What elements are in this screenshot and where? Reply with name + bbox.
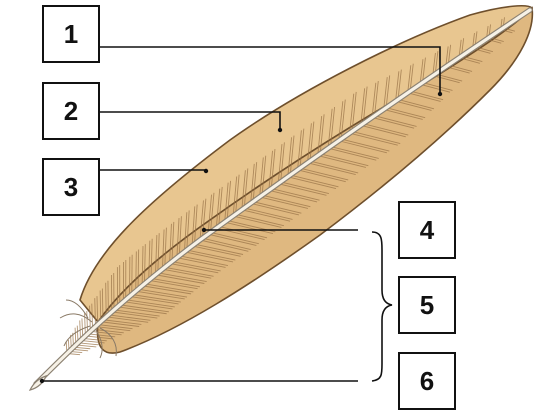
leader-dot-4 xyxy=(202,228,206,232)
barb-upper xyxy=(138,250,139,290)
label-box-5: 5 xyxy=(398,276,456,334)
label-box-3: 3 xyxy=(42,158,100,216)
leader-dot-2 xyxy=(278,128,282,132)
label-box-1: 1 xyxy=(42,5,100,63)
label-box-6: 6 xyxy=(398,352,456,410)
leader-dot-3 xyxy=(204,169,208,173)
label-box-2: 2 xyxy=(42,82,100,140)
bracket-5 xyxy=(372,232,392,381)
leader-dot-6 xyxy=(40,379,44,383)
barb-upper xyxy=(100,290,101,321)
barb-upper xyxy=(136,251,137,291)
barb-upper xyxy=(102,288,103,319)
feather-quill-tip xyxy=(30,376,46,390)
leader-dot-1 xyxy=(438,92,442,96)
label-box-4: 4 xyxy=(398,201,456,259)
